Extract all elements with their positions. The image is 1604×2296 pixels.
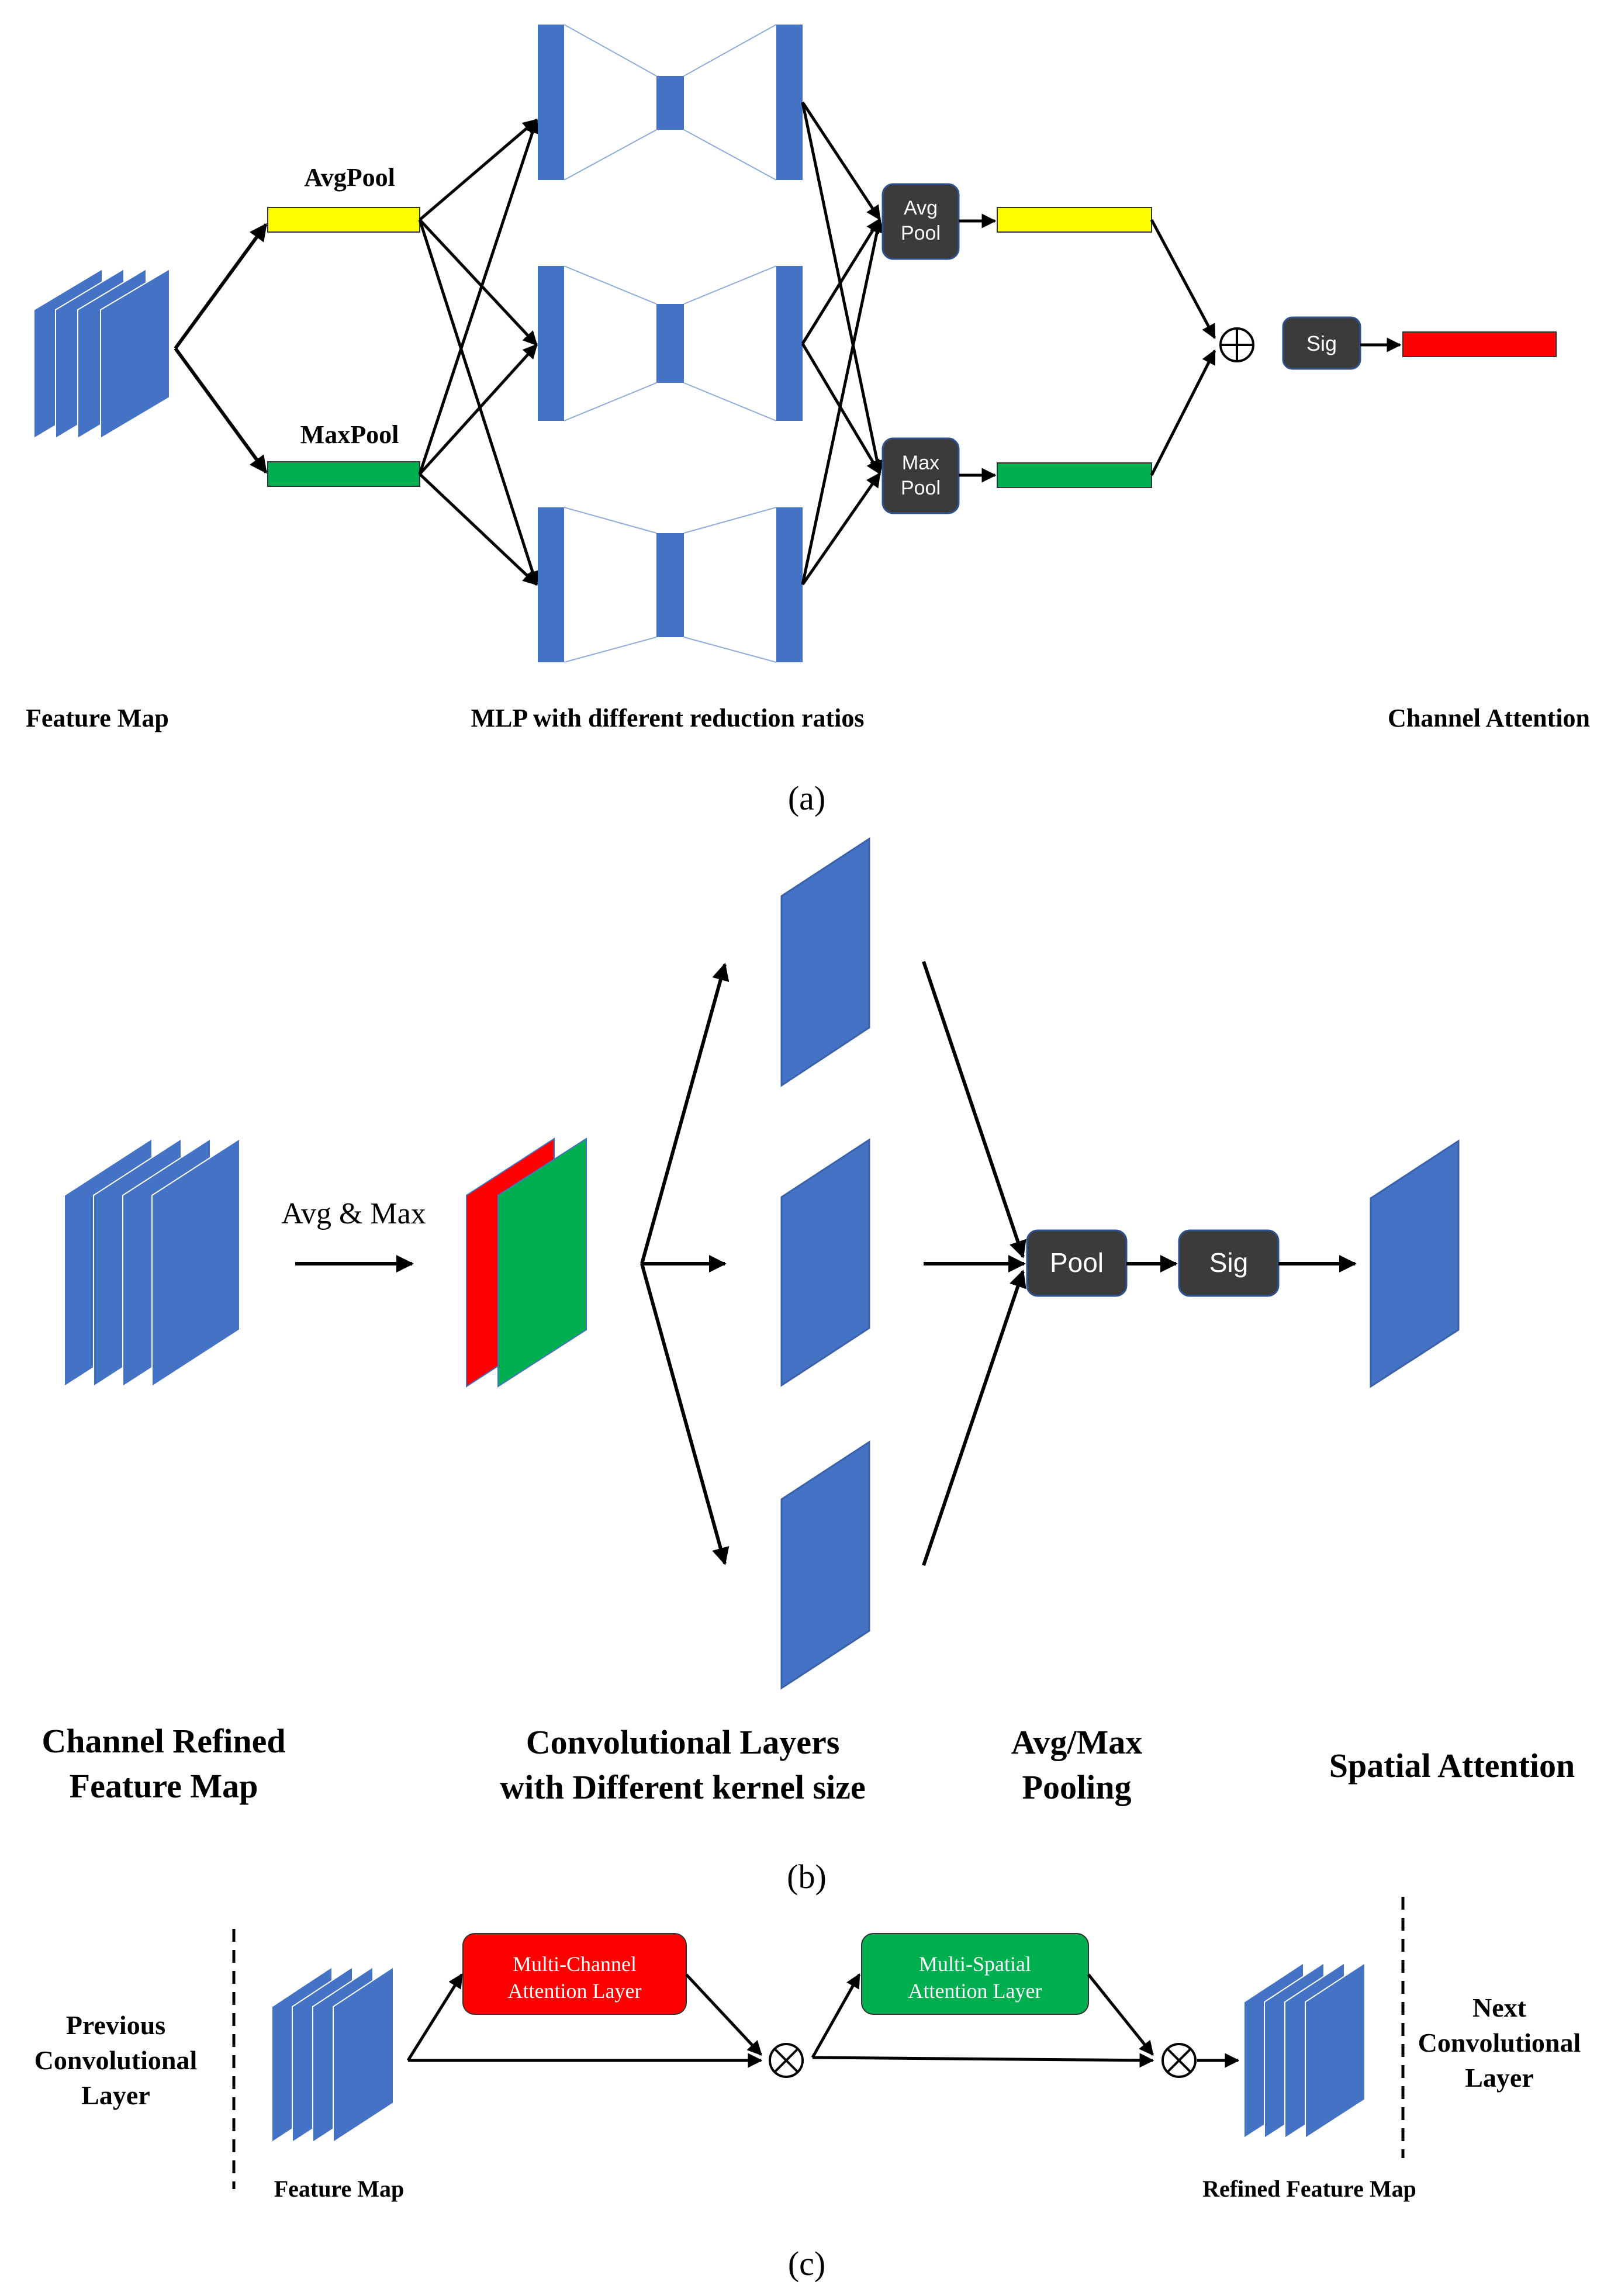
next-layer-line2: Convolutional: [1418, 2028, 1581, 2058]
avg-pool-box-line1: Avg: [904, 197, 938, 219]
sigmoid-box-b-label: Sig: [1209, 1247, 1248, 1278]
next-layer-line1: Next: [1472, 1993, 1527, 2022]
caption-spatial-attention: Spatial Attention: [1329, 1747, 1575, 1785]
panel-b: Avg & Max Pool Sig Channel Refined Featu: [42, 837, 1575, 1896]
multi-channel-attention-line2: Attention Layer: [508, 1979, 642, 2003]
pool-box-b-label: Pool: [1050, 1247, 1104, 1278]
arrow-conv1-to-pool: [922, 961, 1026, 1258]
avg-pool-box-line2: Pool: [901, 222, 941, 244]
mlp-block-3: [538, 507, 803, 663]
channel-attention-vector: [1402, 331, 1557, 357]
element-wise-sum-icon: [1219, 327, 1254, 362]
feature-map-stack-a: [33, 268, 170, 440]
arrow-to-avgpool: [174, 223, 268, 350]
arrow-to-spatial-attention: [811, 1973, 861, 2059]
caption-channel-attention: Channel Attention: [1388, 704, 1590, 732]
max-output-vector: [997, 462, 1152, 488]
arrow-channel-attention-out: [685, 1973, 762, 2056]
conv-output-2: [780, 1138, 870, 1387]
previous-layer-line3: Layer: [81, 2080, 150, 2110]
previous-layer-line1: Previous: [66, 2010, 165, 2040]
avg-max-maps: [466, 1137, 587, 1388]
arrow-avg-to-sum: [1150, 219, 1216, 340]
feature-map-label-c: Feature Map: [274, 2176, 405, 2202]
feature-map-stack-c: [271, 1966, 394, 2143]
caption-pooling-line1: Avg/Max: [1011, 1723, 1142, 1761]
arrow-to-maxpool: [174, 347, 268, 474]
arrow-max-to-sum: [1150, 349, 1216, 476]
caption-conv-line2: with Different kernel size: [500, 1768, 865, 1806]
conv-output-1: [780, 837, 870, 1087]
sigmoid-box-a-label: Sig: [1306, 331, 1337, 355]
avg-output-vector: [997, 207, 1152, 233]
maxpool-label: MaxPool: [300, 420, 399, 449]
multi-channel-attention-box: [462, 1933, 687, 2015]
feature-map-stack-b: [64, 1137, 240, 1388]
panel-label-a: (a): [788, 779, 825, 817]
avgpool-label: AvgPool: [304, 163, 395, 192]
next-layer-line3: Layer: [1465, 2063, 1534, 2093]
previous-layer-line2: Convolutional: [34, 2045, 198, 2075]
panel-label-c: (c): [788, 2245, 825, 2283]
refined-feature-map-stack: [1243, 1962, 1366, 2139]
arrow-to-conv-1: [640, 963, 730, 1264]
avg-pool-box: [881, 183, 960, 260]
avgpool-vector: [267, 207, 420, 233]
caption-feature-map-a: Feature Map: [26, 704, 169, 732]
multiply-icon-2: [1161, 2043, 1197, 2078]
caption-channel-refined-line1: Channel Refined: [42, 1722, 285, 1760]
refined-feature-map-label: Refined Feature Map: [1202, 2176, 1416, 2202]
multi-spatial-attention-line1: Multi-Spatial: [919, 1952, 1031, 1976]
mlp-to-pool-arrows: [801, 101, 884, 586]
max-pool-box: [881, 437, 960, 514]
panel-label-b: (b): [787, 1858, 827, 1896]
multi-channel-attention-line1: Multi-Channel: [513, 1952, 637, 1976]
panel-c: Previous Convolutional Layer Feature Map…: [34, 1897, 1581, 2283]
multi-spatial-attention-box: [861, 1933, 1089, 2015]
arrow-to-conv-3: [640, 1263, 730, 1565]
arrow-to-channel-attention: [406, 1973, 464, 2062]
multiply-icon-1: [769, 2043, 804, 2078]
mlp-block-1: [538, 24, 803, 181]
panel-a: AvgPool MaxPool: [26, 24, 1590, 817]
arrow-skip-2: [812, 2053, 1154, 2068]
caption-mlp: MLP with different reduction ratios: [471, 704, 865, 732]
caption-conv-line1: Convolutional Layers: [526, 1723, 840, 1761]
mlp-block-2: [538, 265, 803, 421]
spatial-attention-map: [1370, 1139, 1460, 1388]
caption-pooling-line2: Pooling: [1022, 1768, 1132, 1806]
max-pool-box-line1: Max: [902, 452, 939, 474]
multi-spatial-attention-line2: Attention Layer: [908, 1979, 1042, 2003]
conv-output-3: [780, 1440, 870, 1690]
max-pool-box-line2: Pool: [901, 477, 941, 499]
pool-to-mlp-arrows: [418, 118, 540, 586]
caption-channel-refined-line2: Feature Map: [70, 1767, 258, 1805]
maxpool-vector: [267, 461, 420, 487]
arrow-spatial-attention-out: [1087, 1973, 1154, 2056]
sigmoid-box-a: [1282, 316, 1361, 370]
arrow-conv3-to-pool: [922, 1270, 1026, 1566]
avg-max-label: Avg & Max: [281, 1197, 426, 1230]
